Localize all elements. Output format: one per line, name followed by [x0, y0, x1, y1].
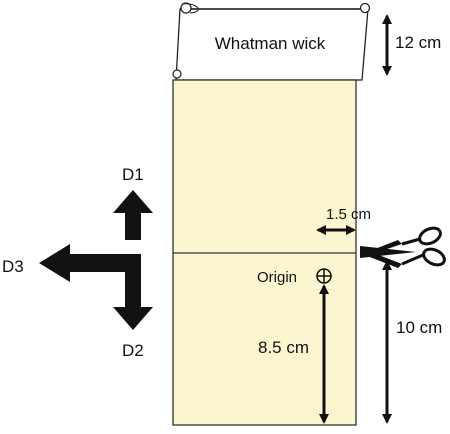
d1-arrow	[113, 190, 153, 240]
crosshair-icon	[316, 268, 332, 284]
direction-arrows: D1 D2 D3	[2, 165, 153, 360]
scissors-icon	[360, 226, 446, 268]
origin-label: Origin	[257, 269, 297, 286]
d3-arrow	[39, 244, 141, 282]
origin-distance-dimension: 8.5 cm	[258, 284, 329, 424]
lower-height-dimension: 10 cm	[382, 260, 442, 424]
d2-label: D2	[122, 341, 144, 360]
wick-height-label: 12 cm	[395, 33, 441, 52]
wick-height-dimension: 12 cm	[382, 13, 441, 76]
d1-label: D1	[122, 165, 144, 184]
origin-distance-label: 8.5 cm	[258, 338, 309, 357]
lower-height-label: 10 cm	[396, 318, 442, 337]
d2-arrow	[113, 264, 153, 330]
d3-label: D3	[2, 257, 24, 276]
wick-label: Whatman wick	[215, 34, 326, 53]
cut-offset-label: 1.5 cm	[326, 206, 371, 223]
whatman-wick: Whatman wick	[172, 2, 371, 81]
cut-offset-dimension: 1.5 cm	[316, 206, 371, 235]
